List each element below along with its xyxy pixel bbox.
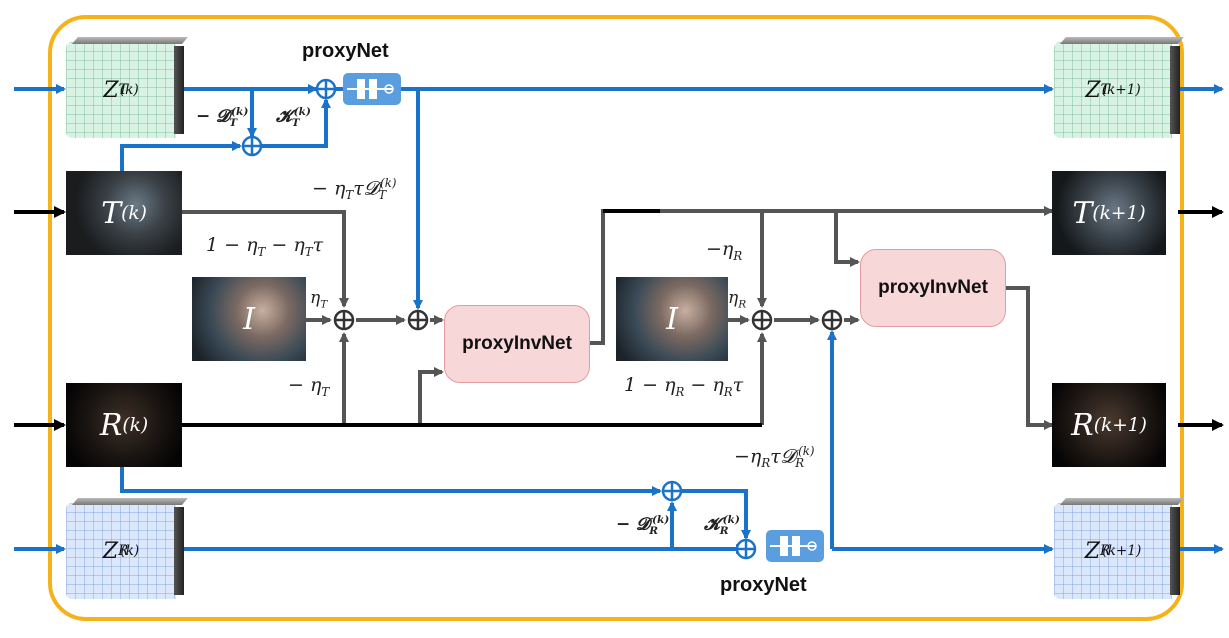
zt-path: [14, 84, 1224, 310]
circle-plus-icon: [751, 309, 773, 331]
outer-frame: [48, 15, 1184, 621]
minus-dr-label: − 𝓓R(k): [616, 514, 670, 538]
minus-eta-t-label: − ηT: [288, 374, 330, 399]
proxyinvnet-left: proxyInvNet: [444, 305, 590, 383]
zr-path: [14, 330, 1224, 554]
i-right-image: I: [616, 277, 728, 361]
circle-plus-icon: [333, 309, 355, 331]
circle-plus-icon: [241, 135, 263, 157]
proxy-filter-icon: [343, 73, 401, 105]
one-minus-eta-r-label: 1 − ηR − ηRτ: [624, 374, 744, 399]
eta-t-label: ηT: [310, 288, 328, 311]
black-rails: [14, 206, 1224, 431]
r-out-image: R(k+1): [1052, 383, 1166, 467]
main-paths: [182, 206, 1054, 430]
proxyinvnet-right: proxyInvNet: [860, 249, 1006, 327]
circle-plus-icon: [661, 480, 683, 502]
sum-nodes: [241, 78, 843, 560]
minus-dt-label: − 𝓓T(k): [196, 106, 249, 130]
t-in-image: T(k): [66, 171, 182, 255]
eta-r-label: ηR: [728, 288, 747, 311]
kr-label: 𝓚R(k): [704, 514, 740, 538]
r-in-image: R(k): [66, 383, 182, 467]
circle-plus-icon: [735, 538, 757, 560]
proxy-filter-icon: [766, 530, 824, 562]
t-out-image: T(k+1): [1052, 171, 1166, 255]
circle-plus-icon: [315, 78, 337, 100]
circle-plus-icon: [407, 309, 429, 331]
kt-label: 𝓚T(k): [276, 106, 311, 130]
eta-r-tau-dr-label: −ηRτ𝓓R(k): [734, 444, 815, 471]
proxynet-bottom-title: proxyNet: [720, 574, 807, 596]
minus-eta-r-label: −ηR: [706, 238, 743, 263]
one-minus-eta-t-label: 1 − ηT − ηTτ: [206, 234, 324, 259]
i-left-image: I: [192, 277, 306, 361]
eta-t-tau-dt-label: − ηTτ𝓓T(k): [312, 176, 397, 203]
proxynet-top-title: proxyNet: [302, 40, 389, 62]
circle-plus-icon: [821, 309, 843, 331]
